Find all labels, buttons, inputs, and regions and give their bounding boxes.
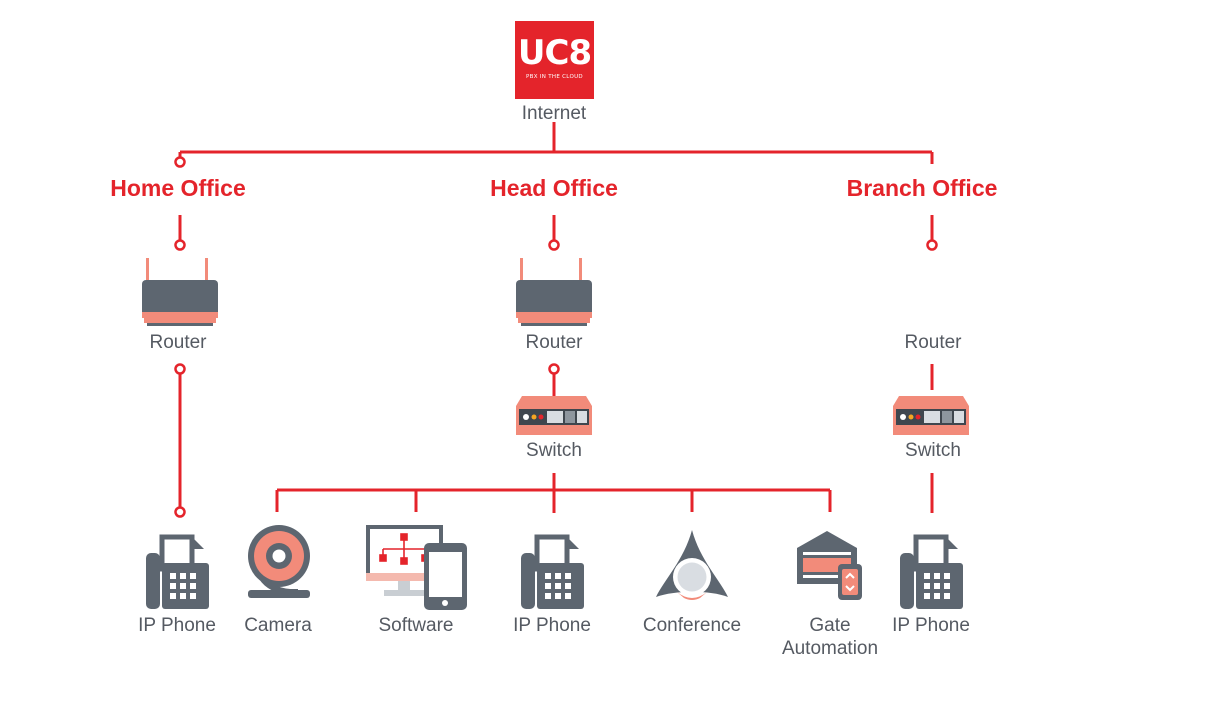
home-office-title: Home Office [110,175,246,201]
internet-label: Internet [521,103,587,124]
branch-switch-label: Switch [905,440,961,461]
camera-icon [248,525,310,598]
conference-icon [656,530,728,600]
head-router-label: Router [525,332,583,353]
branch-router-label: Router [904,332,962,353]
gate-label-line2: Automation [781,638,879,659]
home-router-icon [142,258,218,326]
head-ip-phone-label: IP Phone [513,615,591,636]
software-label: Software [378,615,454,636]
gate-automation-icon [797,531,862,600]
connection-lines [178,122,934,513]
logo-tagline: PBX IN THE CLOUD [526,74,583,80]
home-router-label: Router [149,332,207,353]
head-switch-label: Switch [526,440,582,461]
home-ip-phone-icon [146,537,209,609]
home-ip-phone-label: IP Phone [138,615,216,636]
head-switch-icon [516,396,592,435]
branch-ip-phone-label: IP Phone [892,615,970,636]
head-router-icon [516,258,592,326]
head-ip-phone-icon [521,537,584,609]
branch-ip-phone-icon [900,537,963,609]
connection-nodes [174,156,938,518]
branch-office-title: Branch Office [846,175,998,201]
gate-label-line1: Gate [809,615,851,636]
head-office-title: Head Office [490,175,618,201]
camera-label: Camera [244,615,312,636]
software-icon [366,525,467,610]
logo-wordmark: UC8 [517,33,592,73]
uc8-logo: UC8 PBX IN THE CLOUD [515,21,594,99]
conference-label: Conference [642,615,742,636]
branch-switch-icon [893,396,969,435]
gate-automation-label: Gate Automation [782,614,878,660]
